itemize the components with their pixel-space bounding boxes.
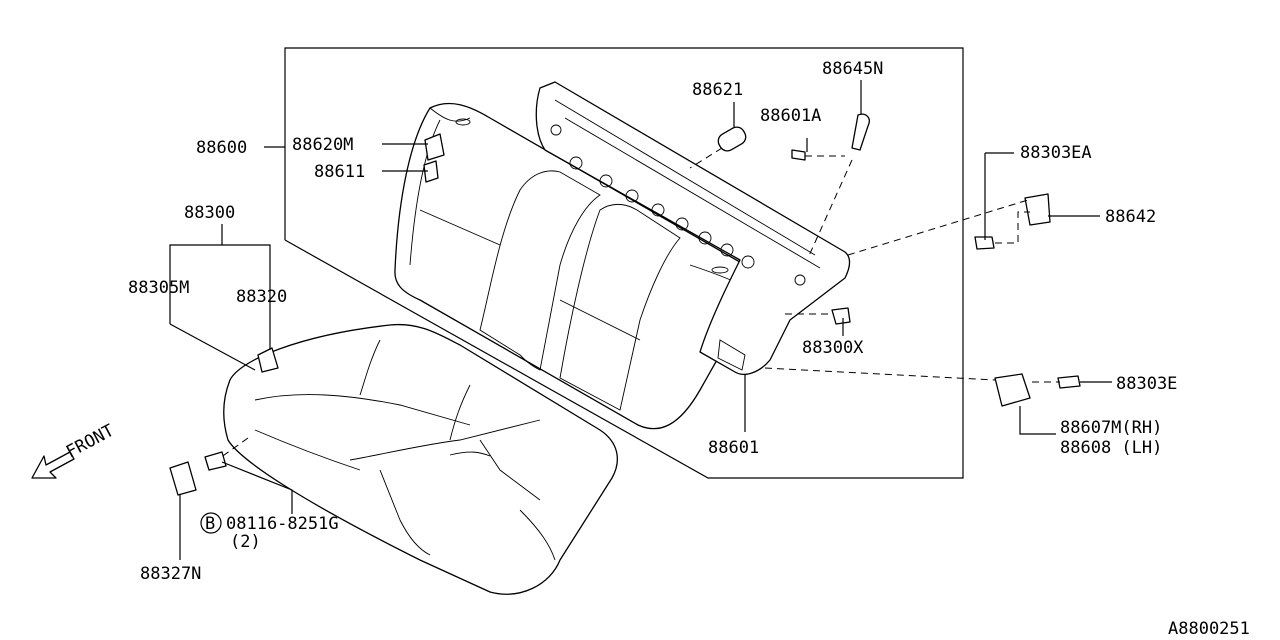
- seat-back-frame: [535, 81, 851, 375]
- assembly-frame: [284, 47, 964, 479]
- label-88611: 88611: [314, 162, 365, 182]
- bolt-88303e: [1057, 375, 1081, 389]
- label-88621: 88621: [692, 80, 743, 100]
- label-88601: 88601: [708, 438, 759, 458]
- label-88300x: 88300X: [802, 338, 864, 358]
- label-88608-lh: 88608 (LH): [1060, 438, 1162, 458]
- leader-lines: [169, 80, 1112, 560]
- label-88601a: 88601A: [760, 106, 821, 126]
- label-88327n: 88327N: [140, 564, 201, 584]
- label-88320: 88320: [236, 287, 287, 307]
- bolt-08116: [204, 451, 227, 471]
- label-88607m-rh: 88607M(RH): [1060, 418, 1162, 438]
- label-08116-8251g: 08116-8251G: [226, 514, 339, 534]
- hook-88645n: [851, 113, 870, 151]
- front-arrow-icon: [31, 451, 75, 479]
- bolt-marker-b: [200, 512, 222, 534]
- front-label: FRONT: [63, 421, 118, 463]
- label-88305m: 88305M: [128, 278, 189, 298]
- bolt-88601a: [791, 149, 806, 161]
- striker-88607m: [994, 373, 1031, 407]
- front-direction-indicator: FRONT: [31, 421, 118, 479]
- bolt-88303ea: [974, 236, 995, 250]
- seat-cushion: [223, 323, 618, 595]
- label-88642: 88642: [1105, 207, 1156, 227]
- label-88600: 88600: [196, 138, 247, 158]
- clip-88300x: [831, 307, 851, 325]
- cover-88327n: [169, 461, 197, 496]
- label-88620m: 88620M: [292, 135, 353, 155]
- belt-guide-88611: [423, 160, 439, 183]
- label-88300: 88300: [184, 203, 235, 223]
- belt-guide-88620m: [424, 133, 445, 161]
- bracket-88642: [1024, 193, 1051, 226]
- diagram-code: A8800251: [1168, 619, 1250, 639]
- dashed-connectors: [219, 147, 1060, 459]
- belt-guide-88320: [257, 347, 279, 373]
- label-88303e: 88303E: [1116, 374, 1177, 394]
- label-88645n: 88645N: [822, 59, 883, 79]
- label-88303ea: 88303EA: [1020, 143, 1092, 163]
- label-bolt-qty: (2): [230, 532, 261, 552]
- grommet-88621: [717, 126, 747, 152]
- bolt-marker-letter: B: [205, 514, 215, 534]
